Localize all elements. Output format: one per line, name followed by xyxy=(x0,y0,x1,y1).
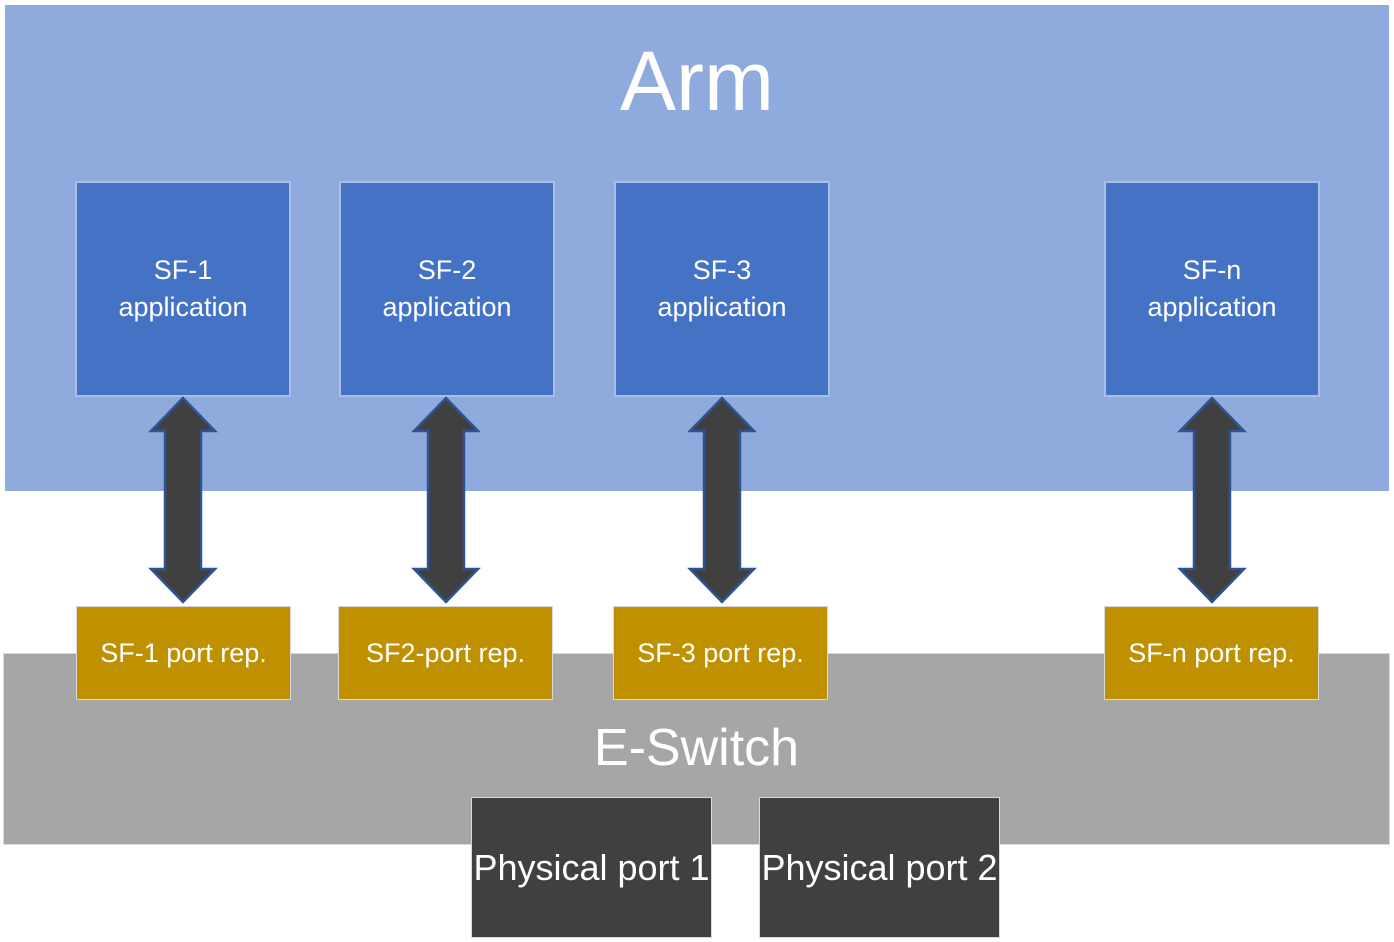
app-box-sf-2-name: SF-2 xyxy=(417,255,477,285)
physical-port-2-box: Physical port 2 xyxy=(759,797,1000,938)
port-rep-sf-n-label: SF-n port rep. xyxy=(1128,637,1295,668)
app-box-sf-2-suffix: application xyxy=(382,292,512,322)
app-box-sf-3-name: SF-3 xyxy=(692,255,752,285)
app-box-sf-n-suffix: application xyxy=(1147,292,1277,322)
app-box-sf-3-suffix: application xyxy=(657,292,787,322)
port-rep-sf-3-label: SF-3 port rep. xyxy=(637,637,804,668)
app-box-sf-1-name: SF-1 xyxy=(153,255,213,285)
double-arrow-sf-1-icon xyxy=(148,396,218,604)
app-box-sf-1: SF-1 application xyxy=(75,181,291,397)
physical-port-1-box: Physical port 1 xyxy=(471,797,712,938)
double-arrow-sf-n-icon xyxy=(1177,396,1247,604)
double-arrow-sf-2-icon xyxy=(411,396,481,604)
arm-title: Arm xyxy=(620,34,774,128)
eswitch-title: E-Switch xyxy=(593,719,800,777)
port-rep-box-sf-3: SF-3 port rep. xyxy=(613,606,828,700)
app-box-sf-1-suffix: application xyxy=(118,292,248,322)
port-rep-box-sf-2: SF2-port rep. xyxy=(338,606,553,700)
port-rep-sf-2-label: SF2-port rep. xyxy=(365,637,526,668)
port-rep-box-sf-1: SF-1 port rep. xyxy=(76,606,291,700)
app-box-sf-n: SF-n application xyxy=(1104,181,1320,397)
app-box-sf-3: SF-3 application xyxy=(614,181,830,397)
double-arrow-sf-3-icon xyxy=(687,396,757,604)
app-box-sf-n-name: SF-n xyxy=(1182,255,1242,285)
physical-port-1-label: Physical port 1 xyxy=(473,846,710,888)
physical-port-2-label: Physical port 2 xyxy=(761,846,998,888)
port-rep-box-sf-n: SF-n port rep. xyxy=(1104,606,1319,700)
port-rep-sf-1-label: SF-1 port rep. xyxy=(100,637,267,668)
app-box-sf-2: SF-2 application xyxy=(339,181,555,397)
